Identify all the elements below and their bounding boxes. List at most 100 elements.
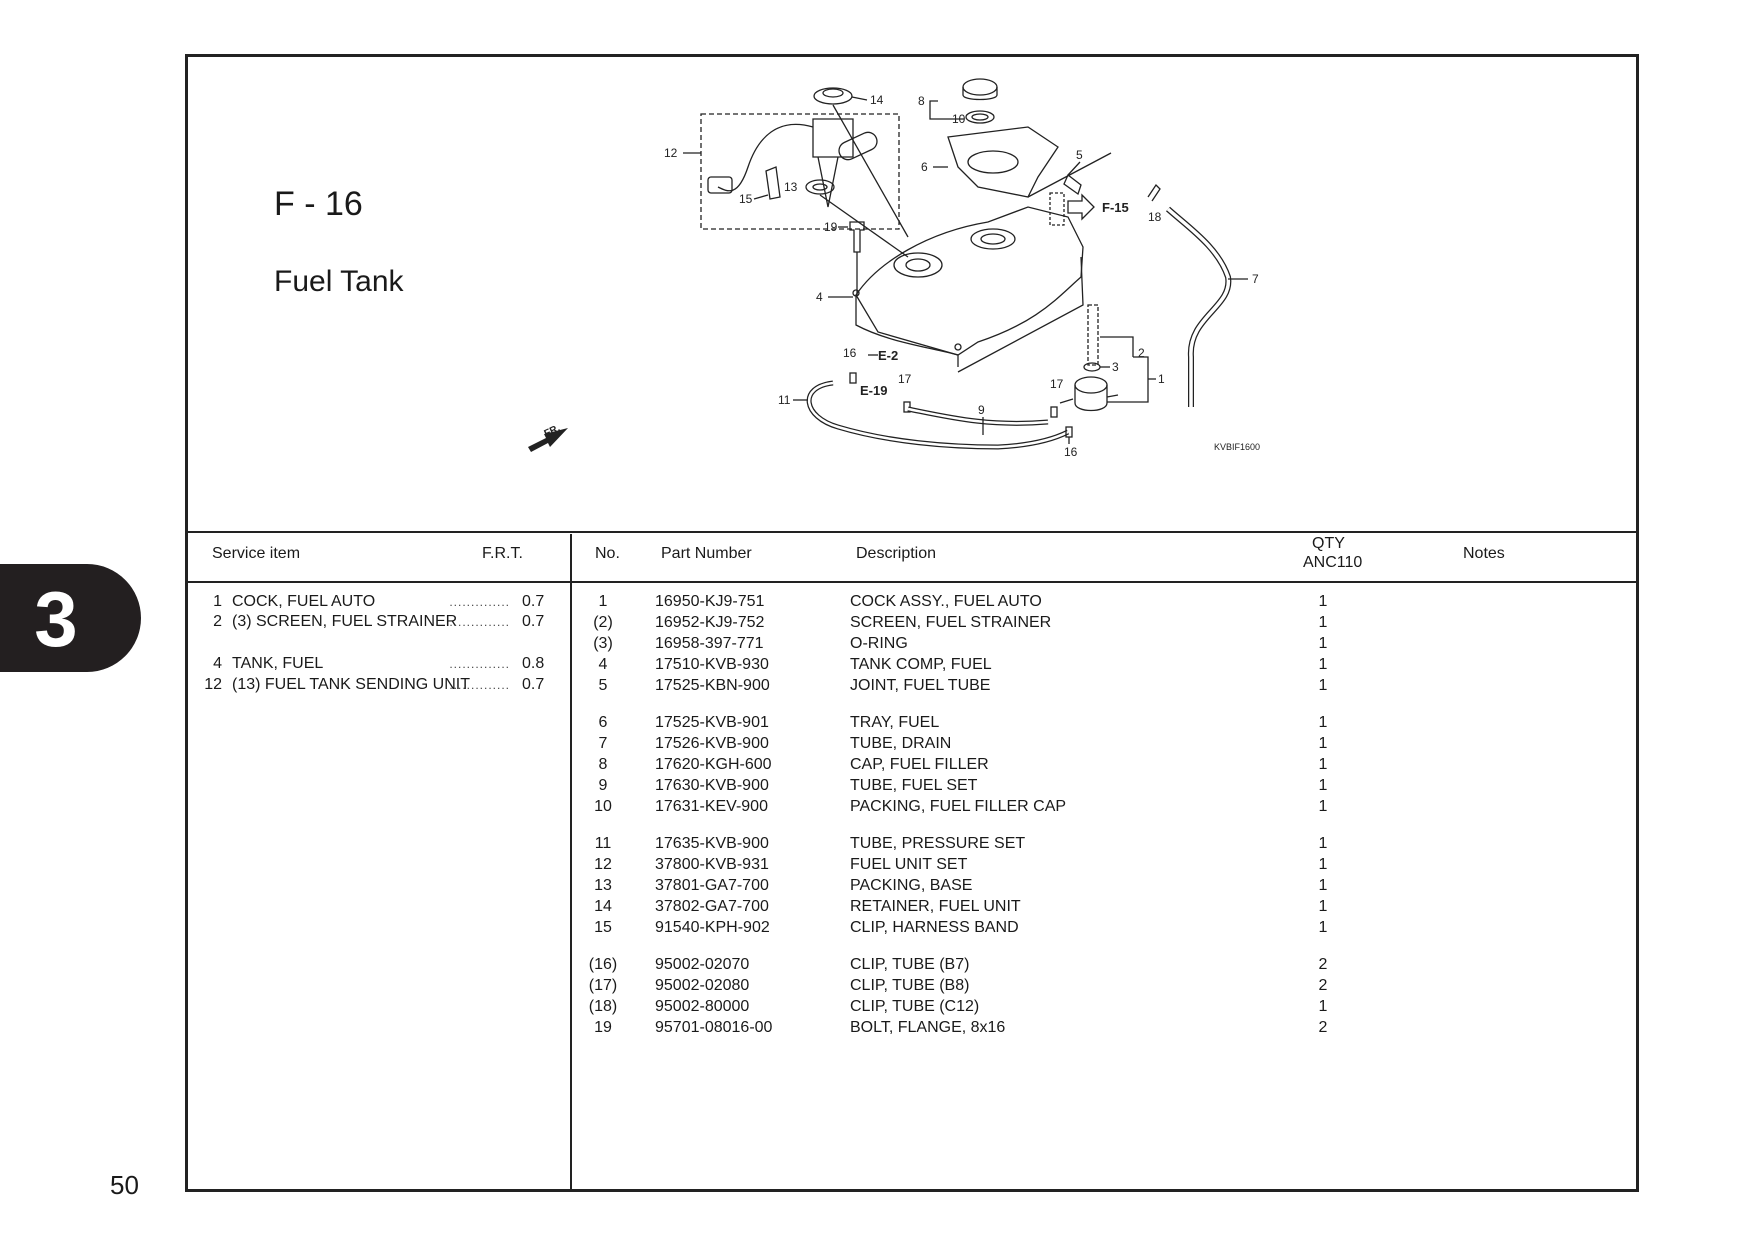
part-description: CLIP, TUBE (C12): [850, 998, 980, 1015]
svg-text:1: 1: [1158, 372, 1165, 386]
part-no: (18): [588, 998, 618, 1015]
figure-code: F - 16: [274, 185, 363, 223]
part-qty: 2: [1318, 977, 1328, 994]
part-qty: 1: [1318, 593, 1328, 610]
frt-header: F.R.T.: [482, 545, 523, 562]
service-item-frt: 0.8: [522, 655, 545, 672]
svg-text:18: 18: [1148, 210, 1162, 224]
service-item-frt: 0.7: [522, 613, 545, 630]
part-no: 5: [598, 677, 608, 694]
o-ring: [1083, 362, 1101, 372]
part-description: TUBE, DRAIN: [850, 735, 952, 752]
notes-header: Notes: [1463, 545, 1505, 562]
part-description: TANK COMP, FUEL: [850, 656, 992, 673]
exploded-parts-diagram: 12 14 13 15 8 10 6: [528, 78, 1260, 459]
part-number: 37800-KVB-931: [655, 856, 769, 873]
section-tab-number: 3: [34, 575, 78, 663]
leader-dots: ..............: [449, 595, 510, 609]
part-no: (16): [588, 956, 618, 973]
part-no: 12: [594, 856, 612, 873]
part-description: FUEL UNIT SET: [850, 856, 968, 873]
service-item-no: 2: [213, 613, 222, 630]
diagram-ref: KVBIF1600: [1214, 442, 1260, 452]
svg-text:17: 17: [1050, 377, 1064, 391]
part-description: BOLT, FLANGE, 8x16: [850, 1019, 1006, 1036]
fuel-auto-cock: [1074, 376, 1108, 394]
part-qty: 1: [1318, 835, 1328, 852]
part-no: 19: [594, 1019, 612, 1036]
section-tab: 3: [0, 564, 141, 672]
svg-text:14: 14: [870, 93, 884, 107]
part-no: 8: [598, 756, 608, 773]
table-header-rule: [188, 581, 1636, 583]
svg-text:17: 17: [898, 372, 912, 386]
part-no: (2): [593, 614, 613, 631]
service-item-frt: 0.7: [522, 676, 545, 693]
part-description: COCK ASSY., FUEL AUTO: [850, 593, 1042, 610]
service-item-label: (13) FUEL TANK SENDING UNIT: [232, 676, 470, 693]
part-qty: 1: [1318, 898, 1328, 915]
part-number: 17526-KVB-900: [655, 735, 769, 752]
part-no: 10: [594, 798, 612, 815]
part-number: 16958-397-771: [655, 635, 764, 652]
page-number: 50: [110, 1170, 139, 1200]
part-qty: 1: [1318, 798, 1328, 815]
table-column-divider: [570, 534, 572, 1189]
part-number-header: Part Number: [661, 545, 752, 562]
page-frame: F - 16 Fuel Tank 12 14 13 15 8: [185, 54, 1639, 1192]
svg-text:6: 6: [921, 160, 928, 174]
figure-title: Fuel Tank: [274, 265, 404, 298]
svg-text:19: 19: [824, 220, 838, 234]
part-qty: 1: [1318, 756, 1328, 773]
part-no: 11: [594, 835, 612, 852]
fuel-tray: [947, 126, 1059, 198]
svg-text:16: 16: [1064, 445, 1078, 459]
part-no: 9: [598, 777, 608, 794]
part-description: SCREEN, FUEL STRAINER: [850, 614, 1052, 631]
leader-dots: ..............: [449, 678, 510, 692]
ref-e2: E-2: [878, 348, 898, 363]
part-qty: 1: [1318, 998, 1328, 1015]
service-item-label: (3) SCREEN, FUEL STRAINER: [232, 613, 458, 630]
part-qty: 1: [1318, 877, 1328, 894]
part-number: 16952-KJ9-752: [655, 614, 765, 631]
svg-text:11: 11: [778, 393, 791, 407]
fuel-filler-cap: [962, 78, 998, 96]
part-number: 95002-02070: [655, 956, 750, 973]
service-item-header: Service item: [212, 545, 301, 562]
service-item-no: 1: [213, 593, 222, 610]
qty-header: QTY: [1312, 535, 1345, 552]
service-item-label: COCK, FUEL AUTO: [232, 593, 376, 610]
model-header: ANC110: [1303, 554, 1363, 571]
fuel-strainer-screen: [1087, 304, 1099, 366]
svg-text:10: 10: [952, 112, 966, 126]
service-item-no: 12: [204, 676, 222, 693]
harness-band-clip: [765, 166, 781, 200]
svg-text:2: 2: [1138, 346, 1145, 360]
part-number: 17630-KVB-900: [655, 777, 769, 794]
part-number: 17525-KVB-901: [655, 714, 769, 731]
part-qty: 1: [1318, 735, 1328, 752]
part-number: 17635-KVB-900: [655, 835, 769, 852]
part-number: 37802-GA7-700: [655, 898, 769, 915]
ref-e19: E-19: [860, 383, 887, 398]
part-qty: 1: [1318, 714, 1328, 731]
part-number: 16950-KJ9-751: [655, 593, 765, 610]
service-item-frt: 0.7: [522, 593, 545, 610]
part-qty: 1: [1318, 677, 1328, 694]
part-no: 15: [594, 919, 612, 936]
part-description: TRAY, FUEL: [850, 714, 940, 731]
svg-text:13: 13: [784, 180, 798, 194]
part-description: JOINT, FUEL TUBE: [850, 677, 991, 694]
part-qty: 1: [1318, 656, 1328, 673]
fuel-unit-retainer: [813, 87, 853, 105]
svg-text:12: 12: [664, 146, 678, 160]
part-number: 95002-02080: [655, 977, 750, 994]
part-number: 17525-KBN-900: [655, 677, 770, 694]
part-no: 4: [598, 656, 608, 673]
svg-text:3: 3: [1112, 360, 1119, 374]
svg-text:16: 16: [843, 346, 857, 360]
part-no: 14: [594, 898, 612, 915]
svg-text:8: 8: [918, 94, 925, 108]
part-no: (3): [593, 635, 613, 652]
